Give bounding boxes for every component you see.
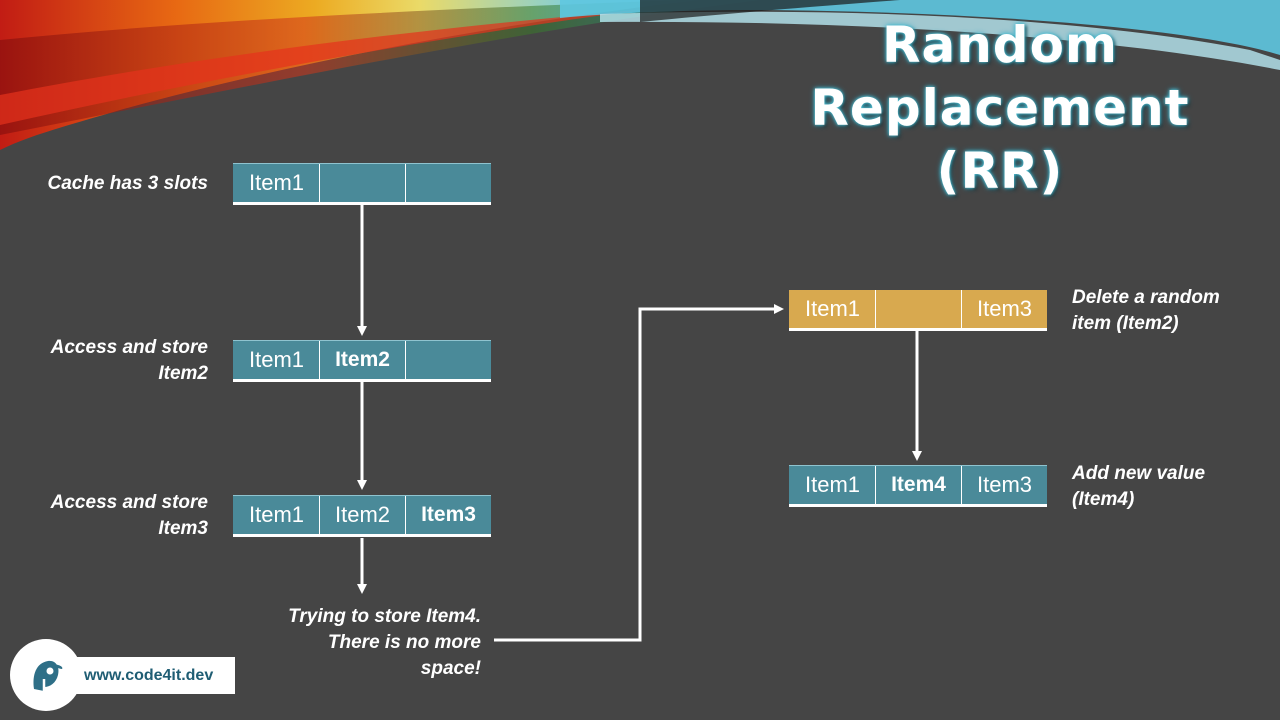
step6-label: Add new value (Item4) (1072, 461, 1272, 513)
step2-label-line-1: Access and store (50, 337, 208, 358)
step3-cache: Item1 Item2 Item3 (233, 495, 491, 537)
step3-slot-1: Item1 (233, 496, 319, 534)
step1-slot-2 (319, 164, 405, 202)
step3-slot-3: Item3 (405, 496, 491, 534)
step4-label-line-1: Trying to store Item4. (288, 606, 481, 627)
title-line-1: Random (881, 16, 1119, 74)
step5-label: Delete a random item (Item2) (1072, 285, 1272, 337)
step3-slot-2: Item2 (319, 496, 405, 534)
step1-label: Cache has 3 slots (20, 171, 208, 197)
step5-label-line-1: Delete a random (1072, 287, 1220, 308)
step1-slot-1: Item1 (233, 164, 319, 202)
step6-label-line-2: (Item4) (1072, 489, 1135, 510)
step5-slot-1: Item1 (789, 290, 875, 328)
step5-label-line-2: item (Item2) (1072, 313, 1179, 334)
website-badge[interactable]: www.code4it.dev (70, 657, 235, 694)
step3-label: Access and store Item3 (20, 490, 208, 542)
title-line-3: (RR) (936, 142, 1064, 200)
step2-slot-1: Item1 (233, 341, 319, 379)
step3-label-line-2: Item3 (158, 518, 208, 539)
decorative-swoosh (0, 0, 1280, 150)
step6-slot-2: Item4 (875, 466, 961, 504)
step4-label-line-3: space! (420, 658, 481, 679)
step1-slot-3 (405, 164, 491, 202)
website-url: www.code4it.dev (84, 666, 214, 684)
step6-slot-3: Item3 (961, 466, 1047, 504)
step2-cache: Item1 Item2 (233, 340, 491, 382)
step2-slot-2: Item2 (319, 341, 405, 379)
step5-cache: Item1 Item3 (789, 290, 1047, 331)
step1-label-text: Cache has 3 slots (47, 173, 208, 194)
title-line-2: Replacement (810, 79, 1190, 137)
step5-slot-2 (875, 290, 961, 328)
step6-cache: Item1 Item4 Item3 (789, 465, 1047, 507)
step1-cache: Item1 (233, 163, 491, 205)
step6-slot-1: Item1 (789, 466, 875, 504)
code4it-bird-icon (33, 660, 63, 695)
step5-slot-3: Item3 (961, 290, 1047, 328)
step2-label: Access and store Item2 (20, 335, 208, 387)
code4it-logo[interactable] (10, 639, 82, 711)
step2-slot-3 (405, 341, 491, 379)
step2-label-line-2: Item2 (158, 363, 208, 384)
slide-title: Random Replacement (RR) (800, 14, 1200, 203)
arrow-step4-to-step5 (494, 304, 784, 642)
step6-label-line-1: Add new value (1072, 463, 1206, 484)
step4-label: Trying to store Item4. There is no more … (240, 604, 481, 682)
step4-label-line-2: There is no more (327, 632, 481, 653)
step3-label-line-1: Access and store (50, 492, 208, 513)
